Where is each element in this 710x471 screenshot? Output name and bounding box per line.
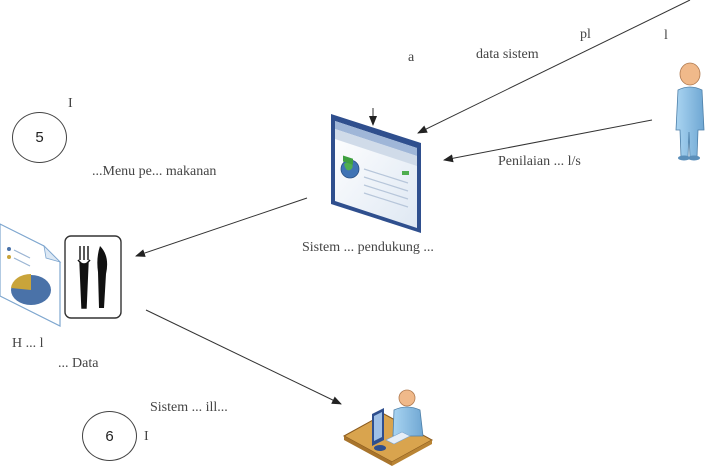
arrow-top-right-to-monitor: [417, 0, 691, 134]
connector-arrows: [135, 0, 691, 405]
top-far-right-label: l: [664, 28, 668, 43]
top-message-label: data sistem: [476, 47, 539, 62]
step-6-circle: 6: [82, 411, 137, 461]
arrow-monitor-to-report: [135, 197, 308, 257]
standing-user-icon: [675, 62, 705, 161]
bottom-caption-label: Sistem ... ill...: [150, 400, 228, 415]
report-caption-line1: H ... l: [12, 336, 44, 351]
step-5-number: 5: [35, 129, 44, 146]
pie-report-icon: [0, 223, 62, 327]
step-5-extra-label: I: [68, 96, 73, 111]
menu-caption-label: ...Menu pe... makanan: [92, 164, 217, 179]
arrow-report-to-admin: [145, 309, 342, 405]
report-caption-line2: ... Data: [58, 356, 99, 371]
admin-at-desk-icon: [342, 389, 434, 466]
arrow-caption-label: Penilaian ... l/s: [498, 154, 581, 169]
top-prefix-label: a: [408, 50, 415, 65]
step-6-number: 6: [105, 427, 114, 445]
web-monitor-icon: [331, 114, 421, 233]
top-right-label: pl: [580, 27, 591, 42]
step-6-caption: I: [144, 429, 149, 444]
system-caption-label: Sistem ... pendukung ...: [302, 240, 434, 255]
fork-knife-icon: [64, 235, 122, 319]
step-5-circle: 5: [12, 112, 67, 163]
arrow-user-to-monitor: [443, 119, 653, 163]
